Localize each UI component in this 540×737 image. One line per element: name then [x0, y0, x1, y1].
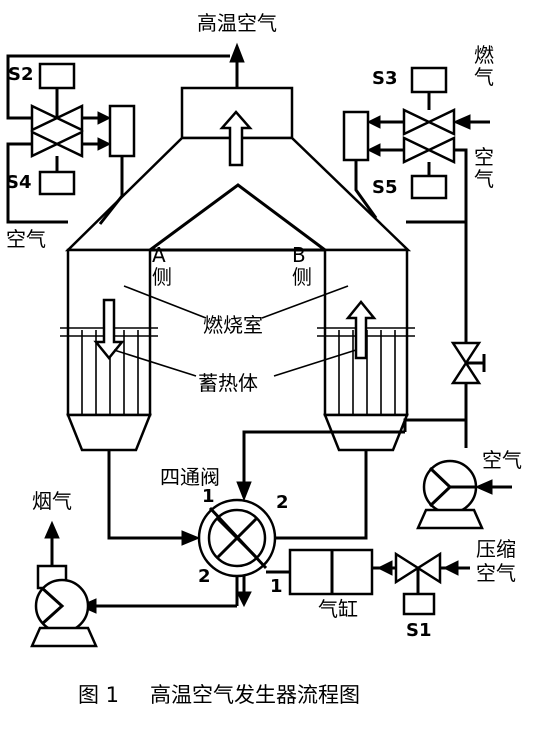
left-valve-assembly: S2 S4 空气: [6, 54, 230, 251]
s5-label: S5: [372, 177, 398, 198]
svg-text:气: 气: [474, 65, 494, 89]
generator-vessel: [60, 86, 415, 452]
hot-air-arrow-icon: [229, 42, 245, 63]
hot-air-label: 高温空气: [197, 11, 277, 35]
fuel-gas-label: 燃: [474, 43, 494, 67]
cylinder: 气缸: [266, 548, 374, 621]
right-valve-assembly: S3 S5 燃 气 空 气: [342, 43, 494, 345]
valve-s5-icon: [402, 136, 432, 164]
s1-solenoid: [402, 592, 436, 616]
right-nozzle-box: [342, 110, 370, 162]
four-way-valve: [197, 498, 277, 578]
left-nozzle-box: [108, 104, 136, 158]
valve-s4-icon: [30, 130, 60, 158]
inner-roof: [149, 183, 326, 252]
s4-solenoid: [38, 170, 76, 196]
figure-title: 高温空气发生器流程图: [150, 683, 360, 707]
side-b-label: B: [292, 243, 306, 267]
s4-label: S4: [6, 172, 32, 193]
combustion-chamber-label: 燃烧室: [203, 313, 263, 337]
flue-gas-fan: 烟气: [30, 489, 98, 648]
air-left-label: 空气: [6, 227, 46, 251]
s5-solenoid: [410, 174, 448, 200]
port-2-right: 2: [276, 492, 289, 513]
manual-valve-icon: [450, 341, 486, 385]
valve-s1-icon: [394, 551, 421, 585]
compressed-air-label-1: 压缩: [476, 537, 516, 561]
compressed-air-label-2: 空气: [476, 561, 516, 585]
port-1-top: 1: [202, 486, 215, 507]
regenerator-label: 蓄热体: [198, 371, 258, 395]
side-a-label: A: [152, 243, 166, 267]
svg-text:气: 气: [474, 167, 494, 191]
hopper-a: [66, 413, 152, 452]
port-1-bottom: 1: [270, 576, 283, 597]
svg-text:侧: 侧: [292, 265, 312, 289]
s2-solenoid: [38, 62, 76, 90]
figure-number: 图 1: [78, 683, 119, 707]
port-2-left: 2: [198, 566, 211, 587]
s1-label: S1: [406, 620, 432, 641]
s3-label: S3: [372, 68, 398, 89]
flue-gas-label: 烟气: [32, 489, 72, 513]
valve-s2-icon: [30, 104, 60, 132]
up-arrow-outlet-icon: [219, 110, 253, 167]
up-arrow-b-icon: [345, 300, 377, 360]
s2-label: S2: [8, 64, 34, 85]
svg-text:侧: 侧: [152, 265, 172, 289]
air-fan-label: 空气: [482, 448, 522, 472]
valve-s3-icon: [402, 108, 432, 136]
s3-solenoid: [410, 66, 448, 94]
air-fan: 空气: [416, 420, 522, 530]
cylinder-label: 气缸: [318, 597, 358, 621]
air-right-label: 空: [474, 145, 494, 169]
four-way-valve-label: 四通阀: [160, 465, 220, 489]
